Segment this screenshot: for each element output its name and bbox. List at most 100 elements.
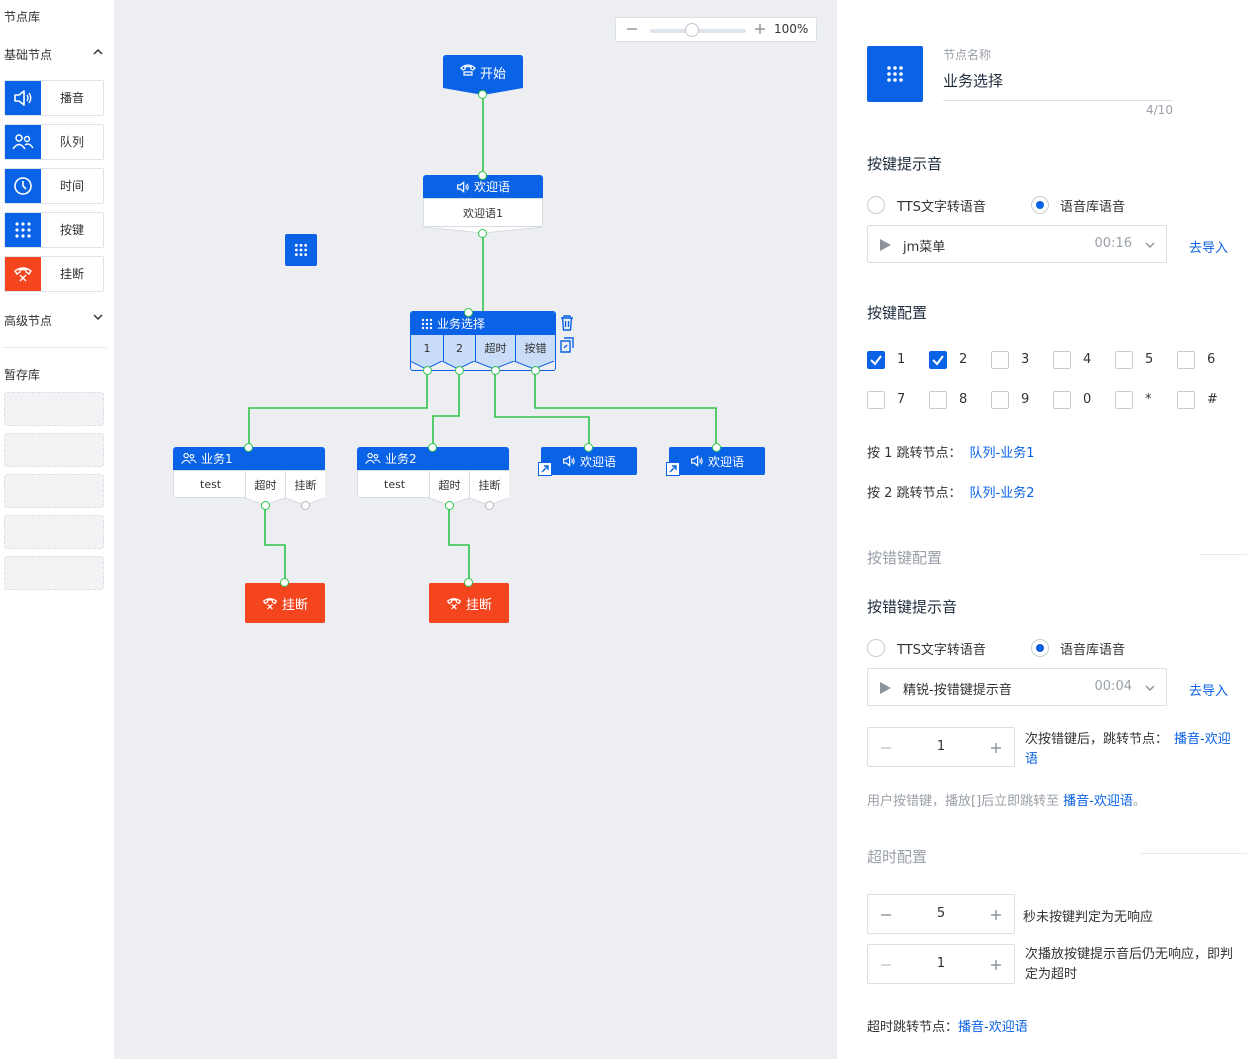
key-checkbox-0[interactable] [867, 351, 885, 369]
tag-key-2[interactable]: 2 [443, 335, 475, 361]
minus-icon[interactable] [878, 957, 894, 973]
audio-select-1[interactable]: jm菜单 00:16 [867, 225, 1167, 263]
key-checkbox-label[interactable]: * [1145, 392, 1152, 407]
jump2-link[interactable]: 队列-业务2 [969, 486, 1035, 501]
biz2-hangup-port[interactable] [485, 501, 494, 510]
key-checkbox-8[interactable] [991, 391, 1009, 409]
tag-key-1[interactable]: 1 [423, 341, 431, 355]
key-checkbox-11[interactable] [1177, 391, 1195, 409]
storage-slot[interactable] [4, 433, 104, 467]
wrong-after-link[interactable]: 播音-欢迎语 [1025, 732, 1231, 767]
key-checkbox-7[interactable] [929, 391, 947, 409]
radio-tts[interactable] [867, 196, 885, 214]
chevron-down-icon[interactable] [1144, 682, 1156, 694]
port-wrong-key[interactable] [531, 366, 540, 375]
key-checkbox-label[interactable]: 6 [1207, 352, 1216, 367]
timeout-jump-link[interactable]: 播音-欢迎语 [958, 1020, 1028, 1035]
hangup-node-1[interactable]: 挂断 [245, 578, 325, 623]
dragging-keypad-node[interactable] [285, 234, 317, 266]
biz2-tag-hangup[interactable]: 挂断 [469, 471, 509, 499]
plus-icon[interactable] [988, 740, 1004, 756]
start-node[interactable]: 开始 [443, 55, 523, 99]
chevron-down-icon[interactable] [1144, 239, 1156, 251]
zoom-in-icon[interactable] [752, 21, 768, 37]
chevron-down-icon[interactable] [92, 311, 104, 323]
biz2-in-port[interactable] [428, 443, 437, 452]
port-timeout[interactable] [491, 366, 500, 375]
plus-icon[interactable] [988, 907, 1004, 923]
timeout-seconds-stepper[interactable]: 5 [867, 894, 1015, 934]
node-name-input[interactable]: 业务选择 [943, 70, 1173, 101]
key-checkbox-label[interactable]: 2 [959, 352, 968, 367]
key-checkbox-label[interactable]: 3 [1021, 352, 1030, 367]
wrong-count-stepper[interactable]: 1 [867, 727, 1015, 767]
play-icon[interactable] [880, 239, 891, 251]
key-checkbox-10[interactable] [1115, 391, 1133, 409]
palette-node-time[interactable]: 时间 [4, 168, 104, 204]
zoom-slider-handle[interactable] [685, 23, 699, 37]
biz1-tag-timeout[interactable]: 超时 [245, 471, 285, 499]
play-icon[interactable] [880, 682, 891, 694]
minus-icon[interactable] [878, 740, 894, 756]
biz1-hangup-port[interactable] [301, 501, 310, 510]
timeout-times-stepper[interactable]: 1 [867, 944, 1015, 984]
welcome-link-in-port[interactable] [584, 443, 593, 452]
welcome-link-in-port[interactable] [712, 443, 721, 452]
key-checkbox-9[interactable] [1053, 391, 1071, 409]
key-checkbox-label[interactable]: 5 [1145, 352, 1154, 367]
key-checkbox-label[interactable]: 9 [1021, 392, 1030, 407]
audio-select-2[interactable]: 精锐-按错键提示音 00:04 [867, 668, 1167, 706]
biz-in-port[interactable] [464, 308, 473, 317]
zoom-out-icon[interactable] [624, 21, 640, 37]
welcome-node[interactable]: 欢迎语 欢迎语1 [423, 171, 543, 238]
palette-node-keypress[interactable]: 按键 [4, 212, 104, 248]
key-checkbox-label[interactable]: # [1207, 392, 1218, 407]
advanced-nodes-title[interactable]: 高级节点 [4, 314, 53, 328]
welcome-link-node-1[interactable]: 欢迎语 [538, 443, 637, 476]
queue-biz2-node[interactable]: 业务2 test 超时 挂断 [357, 443, 510, 510]
radio-voice-library-label-2[interactable]: 语音库语音 [1060, 643, 1126, 658]
import-link-1[interactable]: 去导入 [1189, 241, 1229, 256]
key-checkbox-6[interactable] [867, 391, 885, 409]
welcome-link-node-2[interactable]: 欢迎语 [666, 443, 765, 476]
key-checkbox-2[interactable] [991, 351, 1009, 369]
jump1-link[interactable]: 队列-业务1 [969, 446, 1035, 461]
tag-wrong-key[interactable]: 按错 [515, 335, 555, 361]
start-out-port[interactable] [478, 90, 487, 99]
import-link-2[interactable]: 去导入 [1189, 684, 1229, 699]
welcome-out-port[interactable] [478, 229, 487, 238]
plus-icon[interactable] [988, 957, 1004, 973]
key-checkbox-label[interactable]: 7 [897, 392, 906, 407]
palette-node-queue[interactable]: 队列 [4, 124, 104, 160]
hangup-node-2[interactable]: 挂断 [429, 578, 509, 623]
storage-slot[interactable] [4, 515, 104, 549]
minus-icon[interactable] [878, 907, 894, 923]
storage-slot[interactable] [4, 392, 104, 426]
key-checkbox-label[interactable]: 8 [959, 392, 968, 407]
key-checkbox-5[interactable] [1177, 351, 1195, 369]
key-checkbox-label[interactable]: 0 [1083, 392, 1092, 407]
tag-timeout[interactable]: 超时 [475, 335, 515, 361]
key-checkbox-label[interactable]: 4 [1083, 352, 1092, 367]
chevron-up-icon[interactable] [92, 46, 104, 58]
storage-slot[interactable] [4, 556, 104, 590]
radio-voice-library[interactable] [1031, 196, 1049, 214]
biz1-in-port[interactable] [244, 443, 253, 452]
biz1-timeout-port[interactable] [261, 501, 270, 510]
wrong-hint-link[interactable]: 播音-欢迎语 [1063, 794, 1133, 809]
trash-icon[interactable] [560, 315, 574, 331]
copy-icon[interactable] [560, 337, 574, 353]
storage-slot[interactable] [4, 474, 104, 508]
queue-biz1-node[interactable]: 业务1 test 超时 挂断 [173, 443, 326, 510]
hangup-in-port[interactable] [280, 578, 289, 587]
biz2-timeout-port[interactable] [445, 501, 454, 510]
palette-node-play[interactable]: 播音 [4, 80, 104, 116]
radio-tts-2[interactable] [867, 639, 885, 657]
key-checkbox-label[interactable]: 1 [897, 352, 906, 367]
key-checkbox-4[interactable] [1115, 351, 1133, 369]
port-key-1[interactable] [423, 366, 432, 375]
palette-node-hangup[interactable]: 挂断 [4, 256, 104, 292]
radio-voice-library-label[interactable]: 语音库语音 [1060, 200, 1126, 215]
radio-tts-label-2[interactable]: TTS文字转语音 [897, 643, 986, 658]
port-key-2[interactable] [455, 366, 464, 375]
